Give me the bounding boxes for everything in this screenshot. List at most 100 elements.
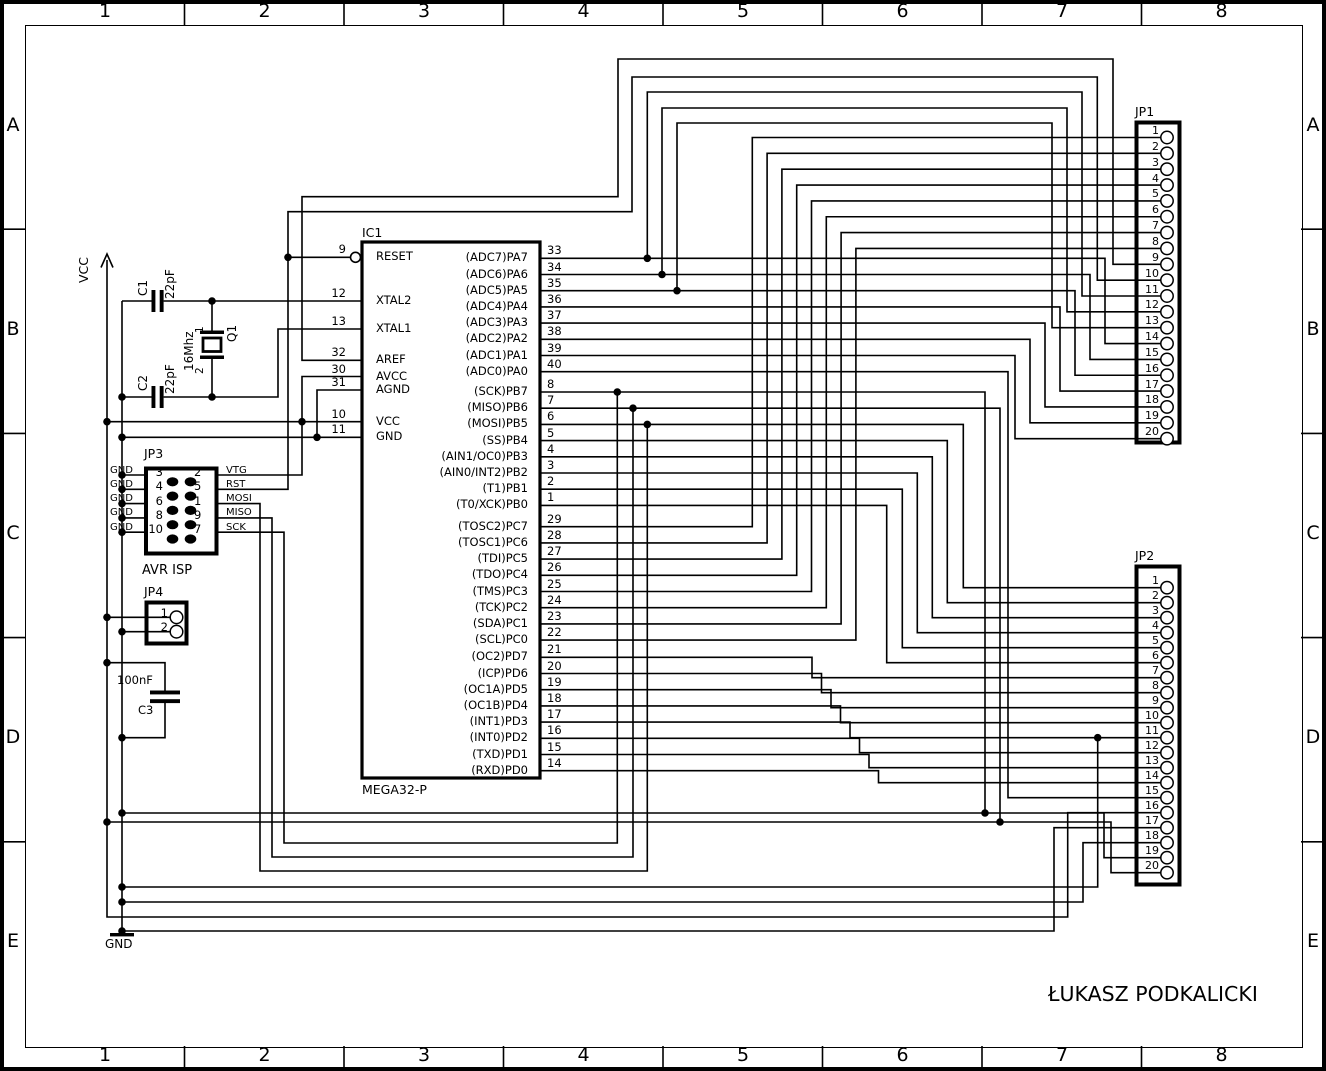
jp2-pin-circle[interactable] [1160,670,1174,685]
jp2-pin-circle[interactable] [1160,655,1174,670]
ic1-pin-name-right: (ADC6)PA6 [465,266,528,281]
jp1-pin-circle[interactable] [1160,384,1174,399]
jp3-net-label-right: MISO [226,507,252,519]
jp3-body[interactable] [144,466,219,556]
jp2-pin-circle[interactable] [1160,595,1174,610]
jp1-pin-number: 5 [1152,187,1159,201]
jp2-ref[interactable]: JP2 [1135,548,1155,563]
jp1-pin-circle[interactable] [1160,130,1174,145]
ruler-row-left: B [6,318,20,340]
jp2-pin-circle[interactable] [1160,610,1174,625]
jp1-pin-circle[interactable] [1160,352,1174,367]
ic1-pin-number-right: 29 [547,511,562,526]
ruler-col-top: 1 [98,0,112,22]
ic1-pin-name-right: (TOSC2)PC7 [458,518,528,533]
jp1-pin-circle[interactable] [1160,225,1174,240]
ic1-pin-number-left: 11 [331,422,346,437]
jp1-pin-circle[interactable] [1160,320,1174,335]
jp2-pin-circle[interactable] [1160,580,1174,595]
jp1-pin-circle[interactable] [1160,257,1174,272]
jp3-pad[interactable] [184,477,197,487]
ic1-pin-number-right: 33 [547,243,562,258]
jp2-pin-circle[interactable] [1160,730,1174,745]
jp3-pad[interactable] [166,505,179,515]
ic1-pin-name-left: AREF [376,352,406,367]
jp3-pad[interactable] [166,491,179,501]
jp1-pin-number: 15 [1145,345,1159,359]
jp2-pin-number: 17 [1145,814,1159,828]
jp1-pin-circle[interactable] [1160,273,1174,288]
ic1-value[interactable]: MEGA32-P [362,782,427,797]
ic1-ref[interactable]: IC1 [362,225,383,240]
jp4-body[interactable] [144,600,189,646]
q1-ref[interactable]: Q1 [225,324,239,342]
ic1-pin-name-right: (ICP)PD6 [477,665,528,680]
jp1-body[interactable] [1134,120,1182,445]
jp4-pin-circle[interactable] [169,610,184,625]
jp3-pin-number-right: 7 [194,522,202,537]
jp3-pad[interactable] [184,534,197,544]
jp4-ref[interactable]: JP4 [144,584,164,599]
jp2-pin-circle[interactable] [1160,865,1174,880]
jp2-pin-number: 20 [1145,859,1159,873]
q1-body[interactable] [201,336,223,353]
jp3-pin-number-right: 2 [194,465,202,479]
jp1-pin-circle[interactable] [1160,336,1174,351]
jp2-pin-circle[interactable] [1160,640,1174,655]
ic1-pin-number-left: 10 [331,406,346,421]
jp1-pin-circle[interactable] [1160,241,1174,256]
c2-ref[interactable]: C2 [136,374,150,391]
ic1-pin-number-right: 37 [547,308,562,323]
jp3-ref[interactable]: JP3 [144,446,164,461]
jp2-pin-circle[interactable] [1160,685,1174,700]
jp2-pin-circle[interactable] [1160,700,1174,715]
jp1-pin-circle[interactable] [1160,193,1174,208]
jp1-pin-circle[interactable] [1160,178,1174,193]
jp3-pad[interactable] [166,477,179,487]
ic1-body[interactable] [360,240,542,780]
ic1-pin-name-right: (ADC5)PA5 [465,282,528,297]
jp2-pin-circle[interactable] [1160,715,1174,730]
jp2-pin-circle[interactable] [1160,790,1174,805]
c3-ref[interactable]: C3 [138,703,154,717]
jp1-pin-circle[interactable] [1160,400,1174,414]
ruler-row-left: A [6,114,20,136]
ruler-col-top: 2 [258,0,271,22]
jp1-pin-circle[interactable] [1160,162,1174,177]
jp3-pin-number-right: 5 [194,479,202,494]
jp1-ref[interactable]: JP1 [1135,104,1155,119]
jp1-pin-circle[interactable] [1160,431,1174,446]
ic1-pin-number-right: 38 [547,324,562,339]
jp2-pin-circle[interactable] [1160,775,1174,790]
jp3-net-label-left: GND [110,478,133,490]
jp2-pin-circle[interactable] [1160,835,1174,850]
jp1-pin-circle[interactable] [1160,368,1174,383]
jp4-pin-circle[interactable] [169,624,184,639]
jp3-pad[interactable] [184,491,197,501]
jp3-pad[interactable] [184,505,197,515]
c1-plate [159,290,164,312]
jp2-pin-circle[interactable] [1160,805,1174,820]
jp2-pin-circle[interactable] [1160,745,1174,760]
jp1-pin-circle[interactable] [1160,415,1174,430]
jp1-pin-circle[interactable] [1160,304,1174,319]
ic1-pin-number-right: 6 [547,409,555,424]
jp1-pin-circle[interactable] [1160,209,1174,224]
jp1-pin-circle[interactable] [1160,146,1174,161]
ic1-pin-number-right: 35 [547,275,562,290]
jp2-pin-circle[interactable] [1160,760,1174,775]
jp2-body[interactable] [1134,564,1182,887]
jp2-pin-circle[interactable] [1160,850,1174,865]
jp3-pad[interactable] [166,534,179,544]
jp3-pad[interactable] [184,520,197,530]
jp2-pin-number: 15 [1145,784,1159,798]
jp2-pin-circle[interactable] [1160,625,1174,640]
jp2-pin-circle[interactable] [1160,820,1174,835]
jp1-pin-circle[interactable] [1160,289,1174,303]
ic1-pin-name-right: (TMS)PC3 [472,583,528,598]
ruler-row-left: E [6,930,19,952]
jp3-pad[interactable] [166,520,179,530]
c1-ref[interactable]: C1 [136,279,150,296]
jp1-pin-number: 17 [1145,377,1159,391]
jp1-pin-number: 9 [1152,250,1159,264]
